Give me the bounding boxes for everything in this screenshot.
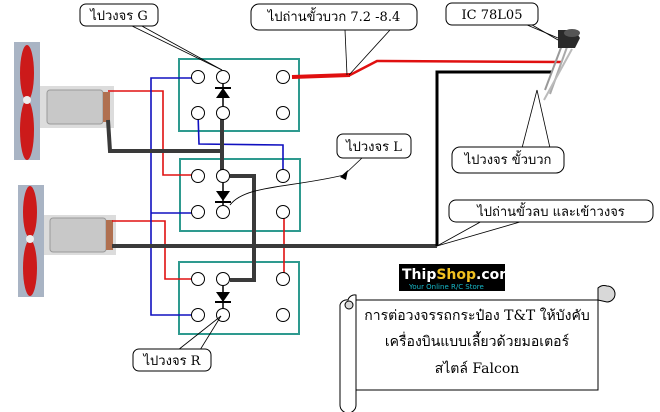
motor-terminal [103, 92, 110, 122]
blue-wire [150, 77, 193, 316]
motor-body [46, 89, 104, 125]
blue-wire [197, 112, 284, 175]
logo-shop: Shop [436, 267, 476, 283]
scroll-line-3: สไตล์ Falcon [435, 360, 520, 377]
callout-label-circuit-positive: ไปวงจร ขั้วบวก [464, 150, 552, 168]
propeller-blade [23, 240, 37, 296]
title-scroll: การต่อวงจรรถกระป๋อง T&T ให้บังคับ เครื่อ… [339, 285, 616, 412]
motor-terminal [106, 220, 113, 250]
propeller-hub [23, 96, 31, 104]
callout-to-circuit-g: ไปวงจร G [79, 3, 223, 71]
callout-ic: IC 78L05 [445, 2, 559, 41]
callout-label-battery-positive: ไปถ่านขั้วบวก 7.2 -8.4 [267, 7, 400, 25]
diode-bottom [215, 286, 231, 308]
callout-label-l: ไปวงจร L [345, 139, 402, 155]
diode-top [215, 84, 231, 106]
red-wire [112, 220, 193, 280]
scroll-line-2: เครื่องบินแบบเลี้ยวด้วยมอเตอร์ [385, 331, 570, 350]
ic-78l05-regulator [543, 29, 580, 101]
red-wire [108, 90, 193, 176]
logo-tagline: Your Online R/C Store [408, 283, 484, 291]
black-wires [106, 113, 437, 282]
black-wire-regulator [435, 70, 552, 246]
board-top [178, 58, 300, 132]
callout-circuit-positive: ไปวงจร ขั้วบวก [451, 89, 565, 174]
callout-to-circuit-r: ไปวงจร R [132, 315, 222, 372]
callout-label-g: ไปวงจร G [89, 8, 148, 24]
black-wire [230, 174, 256, 282]
diode-middle [215, 183, 231, 205]
callout-battery-positive: ไปถ่านขั้วบวก 7.2 -8.4 [250, 3, 418, 76]
propeller-blade [20, 45, 34, 101]
callout-label-ic: IC 78L05 [462, 8, 523, 23]
propeller-blade [23, 186, 37, 238]
terminals [191, 70, 290, 322]
motor-body [49, 217, 107, 253]
callout-label-r: ไปวงจร R [143, 353, 202, 369]
propeller-hub [26, 235, 34, 243]
thipshop-logo: ThipShop.com Your Online R/C Store [399, 264, 514, 291]
callout-label-battery-negative: ไปถ่านขั้วลบ และเข้าวงจร [476, 202, 625, 220]
callout-to-circuit-l: ไปวงจร L [229, 133, 412, 206]
motor-assembly-bottom [18, 185, 116, 297]
red-wire-thick [291, 73, 351, 79]
propeller-blade [20, 100, 34, 160]
scroll-line-1: การต่อวงจรรถกระป๋อง T&T ให้บังคับ [364, 307, 590, 324]
logo-dotcom: .com [476, 267, 514, 283]
black-wire [106, 119, 222, 153]
motor-assembly-top [14, 42, 114, 160]
callout-battery-negative: ไปถ่านขั้วลบ และเข้าวงจร [436, 199, 654, 247]
blue-wires [150, 77, 284, 316]
svg-text:ThipShop.com: ThipShop.com [402, 267, 514, 283]
logo-thip: Thip [402, 267, 436, 283]
